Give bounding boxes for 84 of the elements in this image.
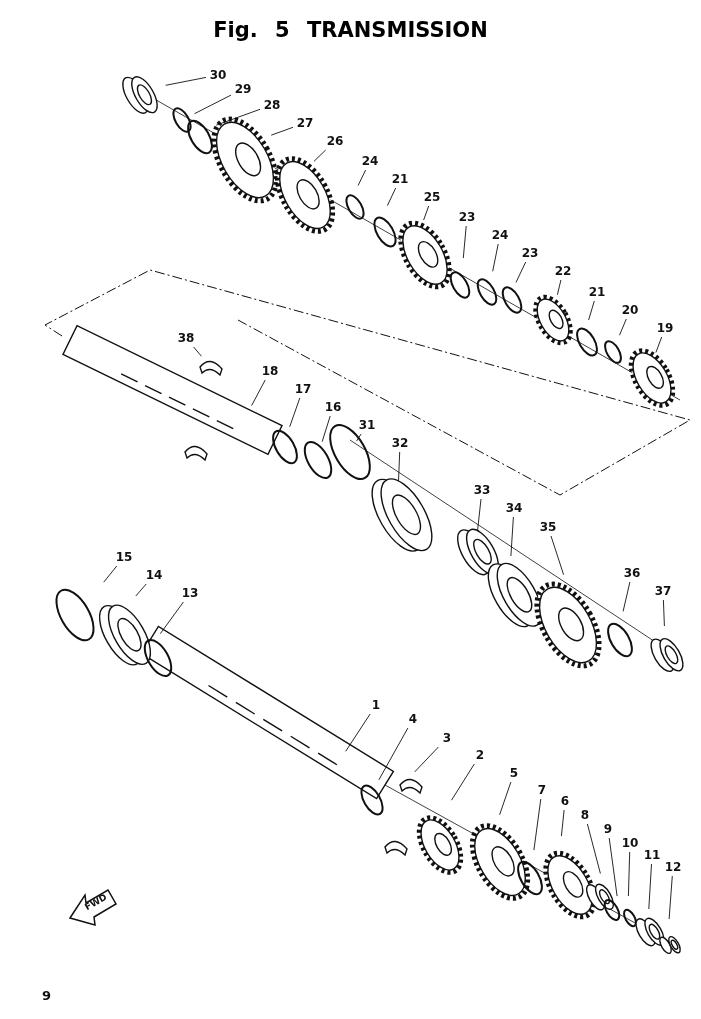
leader-line	[492, 243, 499, 272]
leader-line	[423, 205, 430, 221]
callout-number: 19	[653, 320, 677, 336]
leader-line	[414, 746, 439, 773]
leader-line	[313, 149, 327, 162]
callout-number: 25	[420, 189, 444, 205]
callout-number: 16	[321, 399, 345, 415]
callout-number: 31	[355, 417, 379, 433]
callout-number: 15	[112, 549, 136, 565]
callout-number: 13	[178, 585, 202, 601]
callout-number: 21	[585, 284, 609, 300]
callout-number: 12	[661, 859, 685, 875]
leader-line	[215, 108, 261, 126]
page-number: 9	[42, 988, 52, 1003]
callout-number: 33	[470, 482, 494, 498]
leader-line	[588, 300, 595, 321]
callout-number: 36	[620, 565, 644, 581]
leader-line	[159, 601, 184, 635]
leader-line	[550, 535, 565, 576]
callout-number: 28	[260, 97, 284, 113]
leader-line	[556, 279, 562, 296]
leader-line	[398, 451, 401, 482]
leader-line	[622, 581, 631, 612]
leader-line	[165, 76, 207, 86]
leader-line	[515, 261, 527, 283]
leader-line	[103, 565, 118, 583]
leader-line	[289, 397, 301, 428]
callout-number: 27	[293, 115, 317, 131]
title: Fig. 5 TRANSMISSION	[212, 18, 489, 42]
callout-number: 4	[401, 711, 425, 727]
callout-number: 24	[488, 227, 512, 243]
callout-number: 29	[231, 81, 255, 97]
callout-number: 34	[502, 500, 526, 516]
leader-line	[668, 875, 673, 920]
leader-line	[270, 126, 294, 136]
leader-line	[662, 599, 665, 627]
leader-line	[194, 94, 232, 115]
leader-line	[560, 809, 565, 837]
callout-number: 17	[291, 381, 315, 397]
callout-number: 9	[596, 821, 620, 837]
leader-line	[462, 225, 467, 259]
callout-number: 18	[258, 363, 282, 379]
leader-line	[345, 713, 371, 752]
callout-number: 23	[518, 245, 542, 261]
leader-line	[510, 516, 514, 557]
callout-number: 2	[468, 747, 492, 763]
callout-number: 32	[388, 435, 412, 451]
callout-number: 37	[651, 583, 675, 599]
callout-number: 7	[530, 782, 554, 798]
callout-number: 3	[435, 730, 459, 746]
leader-line	[499, 781, 512, 816]
callout-number: 21	[388, 171, 412, 187]
callout-number: 1	[364, 697, 388, 713]
leader-line	[357, 169, 367, 186]
leader-line	[655, 336, 663, 353]
leader-line	[619, 318, 627, 336]
callout-number: 20	[618, 302, 642, 318]
callout-number: 10	[618, 835, 642, 851]
leader-line	[533, 798, 542, 851]
callout-number: 30	[206, 67, 230, 83]
callout-number: 6	[553, 793, 577, 809]
callout-number: 22	[551, 263, 575, 279]
callout-number: 24	[358, 153, 382, 169]
leader-line	[251, 379, 266, 407]
leader-line	[586, 823, 601, 874]
callout-number: 26	[323, 133, 347, 149]
callout-number: 5	[502, 765, 526, 781]
leader-line	[356, 433, 362, 442]
callout-number: 14	[142, 567, 166, 583]
leader-line	[193, 346, 202, 357]
callout-number: 38	[174, 330, 198, 346]
leader-line	[386, 187, 397, 207]
callout-number: 11	[640, 847, 664, 863]
leader-line	[477, 498, 482, 532]
leader-line	[648, 863, 652, 910]
callout-number: 23	[455, 209, 479, 225]
callout-number: 8	[573, 807, 597, 823]
leader-line	[321, 415, 331, 443]
leader-line	[627, 851, 631, 897]
leader-line	[608, 837, 618, 897]
callout-number: 35	[536, 519, 560, 535]
leader-line	[378, 727, 409, 781]
leader-line	[451, 763, 475, 801]
leader-line	[135, 583, 147, 597]
